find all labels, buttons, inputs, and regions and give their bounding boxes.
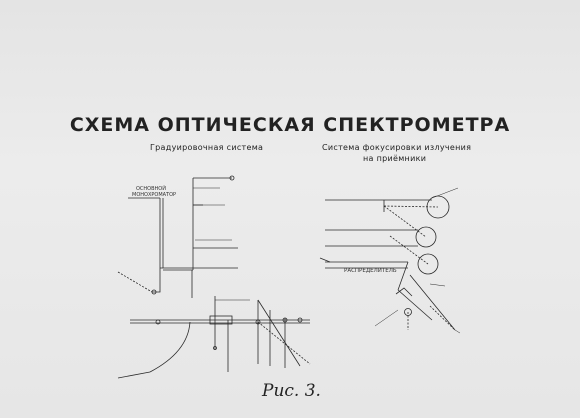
main-monochromator-label-2: МОНОХРОМАТОР <box>132 192 177 198</box>
figure-caption: Рис. 3. <box>262 381 321 401</box>
page-title: СХЕМА ОПТИЧЕСКАЯ СПЕКТРОМЕТРА <box>69 114 511 136</box>
distributor-label: РАСПРЕДЕЛИТЕЛЬ <box>344 268 397 274</box>
right-subtitle-line1: Система фокусировки излучения <box>322 143 472 152</box>
main-monochromator-label-1: ОСНОВНОЙ <box>136 186 166 192</box>
right-subtitle-line2: на приёмники <box>363 154 427 163</box>
left-subtitle: Градуировочная система <box>150 143 264 152</box>
